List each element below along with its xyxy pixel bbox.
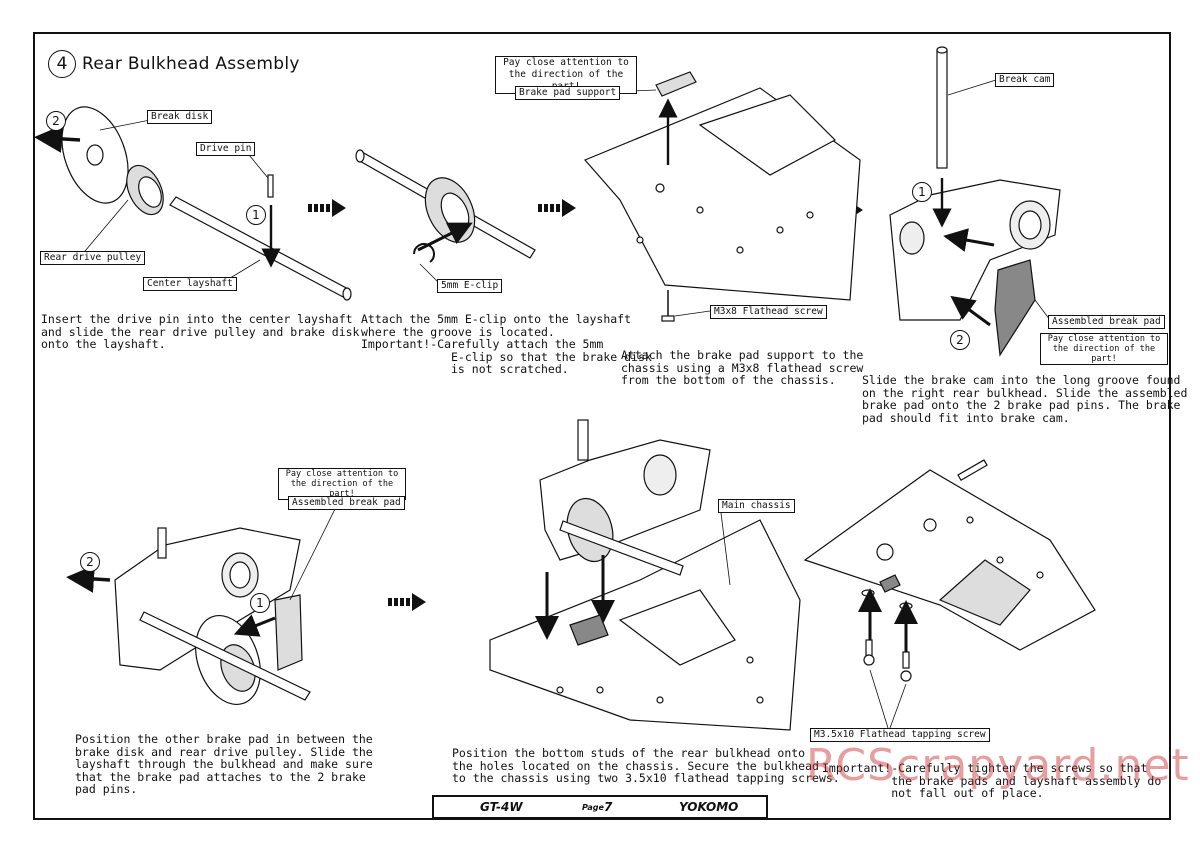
- step2-drawing: [355, 149, 536, 263]
- page-footer: GT-4W Page 7 YOKOMO: [432, 795, 768, 820]
- flow-arrow-icon: [388, 593, 426, 611]
- footer-page-label: Page: [582, 802, 604, 812]
- step1-drawing: [34, 106, 352, 301]
- label-rear-drive-pulley: Rear drive pulley: [40, 251, 146, 265]
- label-break-disk: Break disk: [147, 110, 213, 124]
- label-brake-pad-support: Brake pad support: [515, 86, 621, 100]
- step-marker-1: 1: [250, 593, 270, 613]
- flow-arrow-icon: [308, 199, 346, 217]
- instruction-step3: Attach the brake pad support to the chas…: [621, 348, 864, 387]
- label-assembled-break-pad: Assembled break pad: [1048, 315, 1165, 329]
- step-marker-1: 1: [912, 182, 932, 202]
- label-assembled-break-pad: Assembled break pad: [288, 496, 405, 510]
- step7-drawing: [803, 459, 1096, 729]
- flow-arrow-icon: [538, 199, 576, 217]
- footer-model: GT-4W: [480, 800, 523, 814]
- step4-drawing: [889, 46, 1061, 357]
- label-center-layshaft: Center layshaft: [143, 277, 237, 291]
- instruction-step1: Insert the drive pin into the center lay…: [41, 312, 360, 351]
- label-main-chassis: Main chassis: [718, 499, 795, 513]
- footer-brand: YOKOMO: [679, 800, 739, 814]
- step-marker-2: 2: [950, 330, 970, 350]
- section-number: 4: [48, 50, 76, 78]
- step-marker-1: 1: [246, 205, 266, 225]
- step5-drawing: [66, 527, 311, 706]
- section-heading: Rear Bulkhead Assembly: [82, 54, 300, 74]
- section-title: 4 Rear Bulkhead Assembly: [48, 50, 300, 78]
- instruction-step5: Position the other brake pad in between …: [75, 732, 373, 796]
- step6-drawing: [489, 419, 801, 731]
- label-tapping-screw: M3.5x10 Flathead tapping screw: [810, 728, 990, 742]
- watermark: RCScrapyard.net: [806, 740, 1190, 791]
- label-flathead-screw: M3x8 Flathead screw: [710, 305, 827, 319]
- instruction-step2: Attach the 5mm E-clip onto the layshaft …: [361, 312, 652, 376]
- instruction-step6: Position the bottom studs of the rear bu…: [452, 746, 840, 785]
- instruction-step7: Important!-Carefully tighten the screws …: [822, 761, 1162, 800]
- label-pay-attention: Pay close attention to the direction of …: [278, 468, 406, 500]
- label-pay-attention: Pay close attention to the direction of …: [1040, 333, 1168, 365]
- step-marker-2: 2: [80, 552, 100, 572]
- instruction-step4: Slide the brake cam into the long groove…: [862, 373, 1188, 425]
- footer-page-number: 7: [604, 800, 613, 814]
- step3-drawing: [583, 71, 861, 322]
- label-drive-pin: Drive pin: [196, 142, 256, 156]
- label-e-clip: 5mm E-clip: [437, 279, 503, 293]
- step-marker-2: 2: [46, 111, 66, 131]
- label-break-cam: Break cam: [995, 73, 1055, 87]
